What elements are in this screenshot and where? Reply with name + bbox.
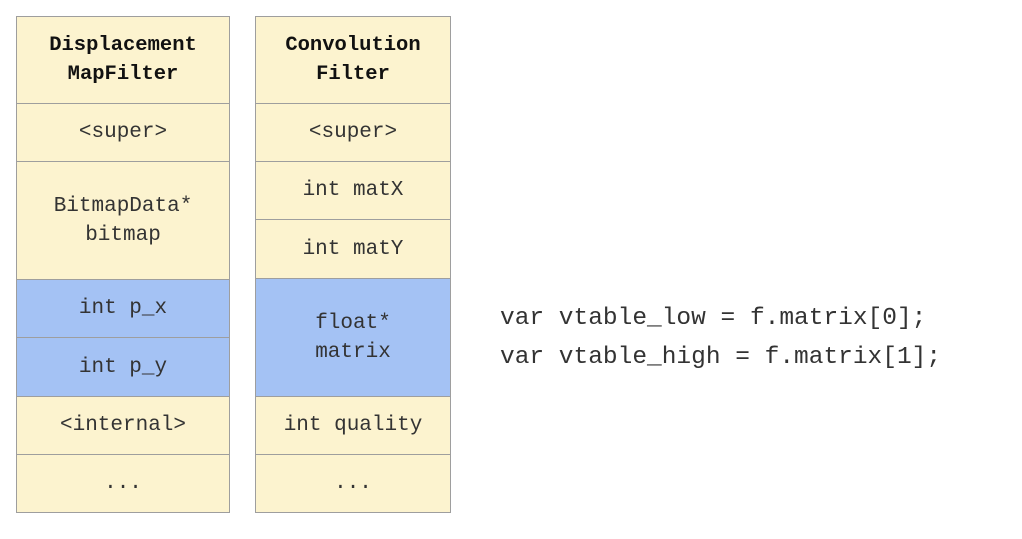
field-bitmap: BitmapData* bitmap [17,162,229,280]
convolution-filter-struct: Convolution Filter <super> int matX int … [255,16,451,513]
field-mat-x: int matX [256,162,450,220]
displacement-map-filter-struct: Displacement MapFilter <super> BitmapDat… [16,16,230,513]
field-super: <super> [17,104,229,162]
code-line: var vtable_low = f.matrix[0]; [500,305,927,332]
field-quality: int quality [256,397,450,455]
field-ellipsis: ... [104,472,142,495]
field-ellipsis: ... [334,472,372,495]
code-line: var vtable_high = f.matrix[1]; [500,344,942,371]
field-internal: <internal> [17,397,229,455]
struct-header: Displacement MapFilter [17,17,229,104]
field-mat-y: int matY [256,220,450,279]
field-p-y: int p_y [17,338,229,397]
field-super: <super> [256,104,450,162]
code-snippet: var vtable_low = f.matrix[0]; var vtable_… [500,299,941,377]
field-matrix: float* matrix [256,279,450,397]
field-p-x: int p_x [17,280,229,338]
struct-header: Convolution Filter [256,17,450,104]
